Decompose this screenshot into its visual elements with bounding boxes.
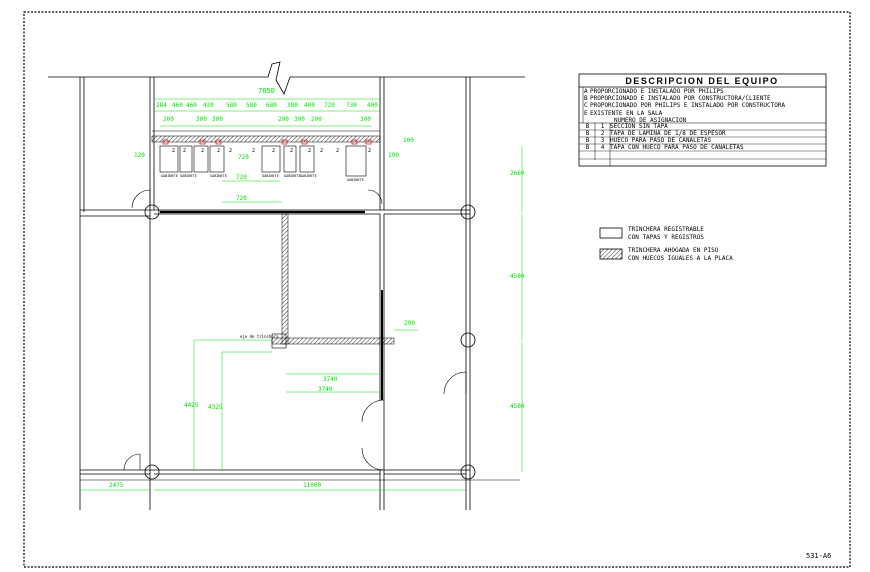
door-swing: [123, 453, 141, 471]
registrable-trench-swatch: [599, 227, 623, 239]
equipment-red-marks: [162, 139, 372, 145]
trench-routes: [151, 130, 395, 349]
door-swing: [361, 399, 385, 423]
door-swing: [367, 189, 383, 205]
door-swing: [131, 189, 151, 209]
flooded-trench-swatch: [599, 248, 623, 260]
sheet-border: [23, 11, 851, 568]
column-marker: [144, 464, 160, 480]
door-swing: [361, 447, 385, 471]
column-marker: [460, 332, 476, 348]
column-marker: [460, 204, 476, 220]
column-marker: [144, 204, 160, 220]
trench-legend: [599, 227, 623, 260]
door-swing: [443, 371, 467, 395]
dimension-lines: [80, 98, 523, 491]
equipment-description-table: DESCRIPCION DEL EQUIPO: [578, 73, 827, 167]
table-title: DESCRIPCION DEL EQUIPO: [625, 76, 778, 86]
column-marker: [460, 464, 476, 480]
equipment-cabinets: [159, 145, 367, 177]
plan-walls: [48, 61, 525, 510]
